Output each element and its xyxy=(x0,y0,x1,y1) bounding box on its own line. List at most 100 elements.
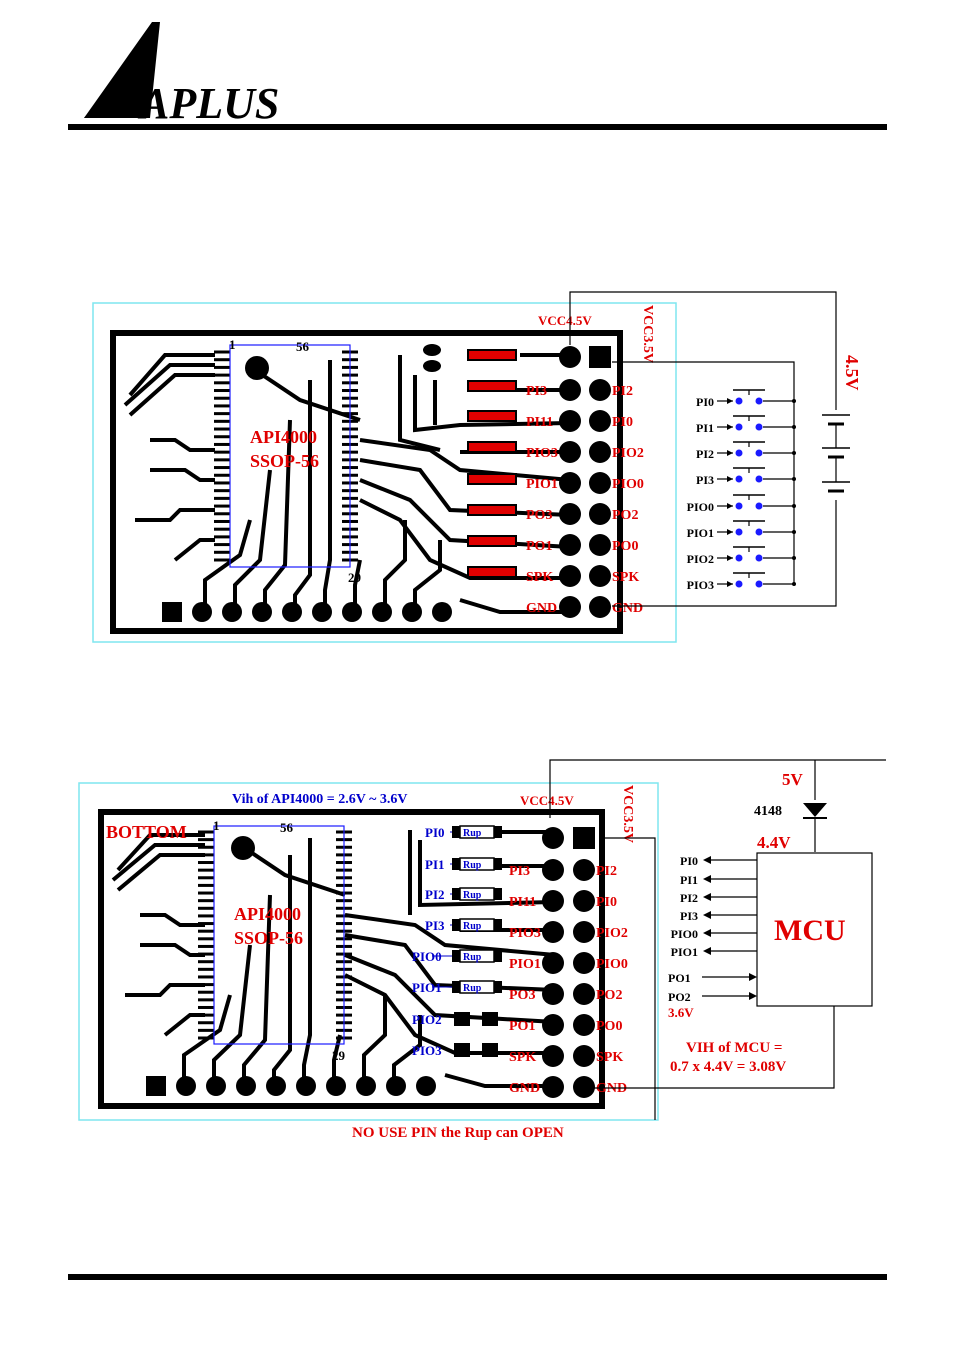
inner-pin-label: PIO3 xyxy=(526,446,558,461)
round-pad xyxy=(416,1076,436,1096)
junction-dot xyxy=(792,530,796,534)
red-pads-1 xyxy=(467,349,517,578)
round-pad xyxy=(252,602,272,622)
switch-arrow xyxy=(727,424,733,430)
chip-pin xyxy=(214,481,230,485)
outer-pin-label: PO0 xyxy=(612,539,638,554)
chip-pin xyxy=(198,937,214,941)
chip-pin xyxy=(198,914,214,918)
outer-pin-label: PI2 xyxy=(612,384,633,399)
red-pad xyxy=(467,504,517,516)
red-pad xyxy=(467,349,517,361)
mcu-pin-arrow xyxy=(749,992,757,1000)
mcu-pin-label: PI0 xyxy=(680,854,698,868)
header-pad-outer xyxy=(573,983,595,1005)
switch-arrow xyxy=(727,555,733,561)
chip-pin xyxy=(198,1021,214,1025)
outer-pin-label: PIO2 xyxy=(596,926,628,941)
chip-pin xyxy=(214,519,230,523)
vih-mcu-line1: VIH of MCU = xyxy=(686,1040,782,1056)
chip-pin xyxy=(198,861,214,865)
chip-pin xyxy=(214,535,230,539)
mcu-label: MCU xyxy=(774,914,846,947)
vcc35-pad xyxy=(589,346,611,368)
switch-contact xyxy=(755,397,763,405)
junction-dot xyxy=(792,556,796,560)
chip-pin xyxy=(214,358,230,362)
header-pad-outer xyxy=(589,441,611,463)
chip-pin xyxy=(198,868,214,872)
header-pad-outer xyxy=(589,503,611,525)
inner-pin-label: SPK xyxy=(509,1050,536,1065)
red-pad xyxy=(467,566,517,578)
diode-label: 4148 xyxy=(754,804,782,819)
inner-pin-label: PO1 xyxy=(509,1019,535,1034)
switch-contact xyxy=(755,554,763,562)
traces-1 xyxy=(123,353,572,614)
chip-pin xyxy=(214,365,230,369)
switch-arrow xyxy=(727,581,733,587)
switch-contact xyxy=(755,475,763,483)
round-pad xyxy=(432,602,452,622)
rup-label: Rup xyxy=(463,921,482,932)
diode-symbol xyxy=(803,803,827,819)
header-pad-outer xyxy=(589,534,611,556)
round-pad xyxy=(176,1076,196,1096)
via-oval-a-1 xyxy=(423,344,441,356)
mcu-pin-arrow xyxy=(703,929,711,937)
switch-contact xyxy=(755,502,763,510)
board-outline-2 xyxy=(78,782,659,1121)
mcu-pin-arrow xyxy=(749,973,757,981)
header-pad-inner xyxy=(559,565,581,587)
round-pad xyxy=(356,1076,376,1096)
outer-pin-label: PIO2 xyxy=(612,446,644,461)
outer-pin-label: PI0 xyxy=(612,415,633,430)
rup-end xyxy=(494,981,502,993)
chip-pin xyxy=(214,442,230,446)
switch-label: PI2 xyxy=(696,447,714,461)
junction-dot xyxy=(792,582,796,586)
open-pad xyxy=(482,1043,498,1057)
chip-pin xyxy=(214,504,230,508)
rup-pin-label: PIO2 xyxy=(412,1012,442,1027)
switch-arrow xyxy=(727,503,733,509)
switch-contact xyxy=(735,502,743,510)
header-rule xyxy=(68,124,887,130)
chip-pin xyxy=(214,381,230,385)
junction-dot xyxy=(792,399,796,403)
switch-contact xyxy=(755,423,763,431)
round-pad xyxy=(296,1076,316,1096)
mcu-pin-arrow xyxy=(703,911,711,919)
header-pad-inner xyxy=(542,983,564,1005)
bottom-pads-1 xyxy=(162,602,452,622)
pin1-label-2: 1 xyxy=(213,818,220,833)
chip-pin xyxy=(214,427,230,431)
bottom-label: BOTTOM xyxy=(106,822,187,842)
vcc45-pad xyxy=(559,346,581,368)
header-pad-outer xyxy=(589,565,611,587)
header-pad-inner xyxy=(559,503,581,525)
chip-pin xyxy=(214,350,230,354)
figure-2: 1 56 29 API4000 SSOP-56 BOTTOM Vih of AP… xyxy=(78,759,886,1141)
mcu-pin-arrow xyxy=(703,947,711,955)
switch-label: PI0 xyxy=(696,395,714,409)
header-pad-inner xyxy=(559,472,581,494)
mcu-pin-label: PO1 xyxy=(668,971,691,985)
outer-pin-label: PO2 xyxy=(596,988,622,1003)
header-pad-inner xyxy=(542,1014,564,1036)
red-pad xyxy=(467,410,517,422)
rup-end xyxy=(452,919,460,931)
rup-end xyxy=(452,888,460,900)
round-pad xyxy=(222,602,242,622)
chip-pin xyxy=(214,450,230,454)
pin56-label-1: 56 xyxy=(296,339,310,354)
via-oval-b-1 xyxy=(423,360,441,372)
chip-pin xyxy=(214,435,230,439)
chip-pin xyxy=(198,883,214,887)
chip-pin xyxy=(214,404,230,408)
footer-rule xyxy=(68,1274,887,1280)
inner-pin-label: PI11 xyxy=(526,415,553,430)
chip-pin xyxy=(198,906,214,910)
